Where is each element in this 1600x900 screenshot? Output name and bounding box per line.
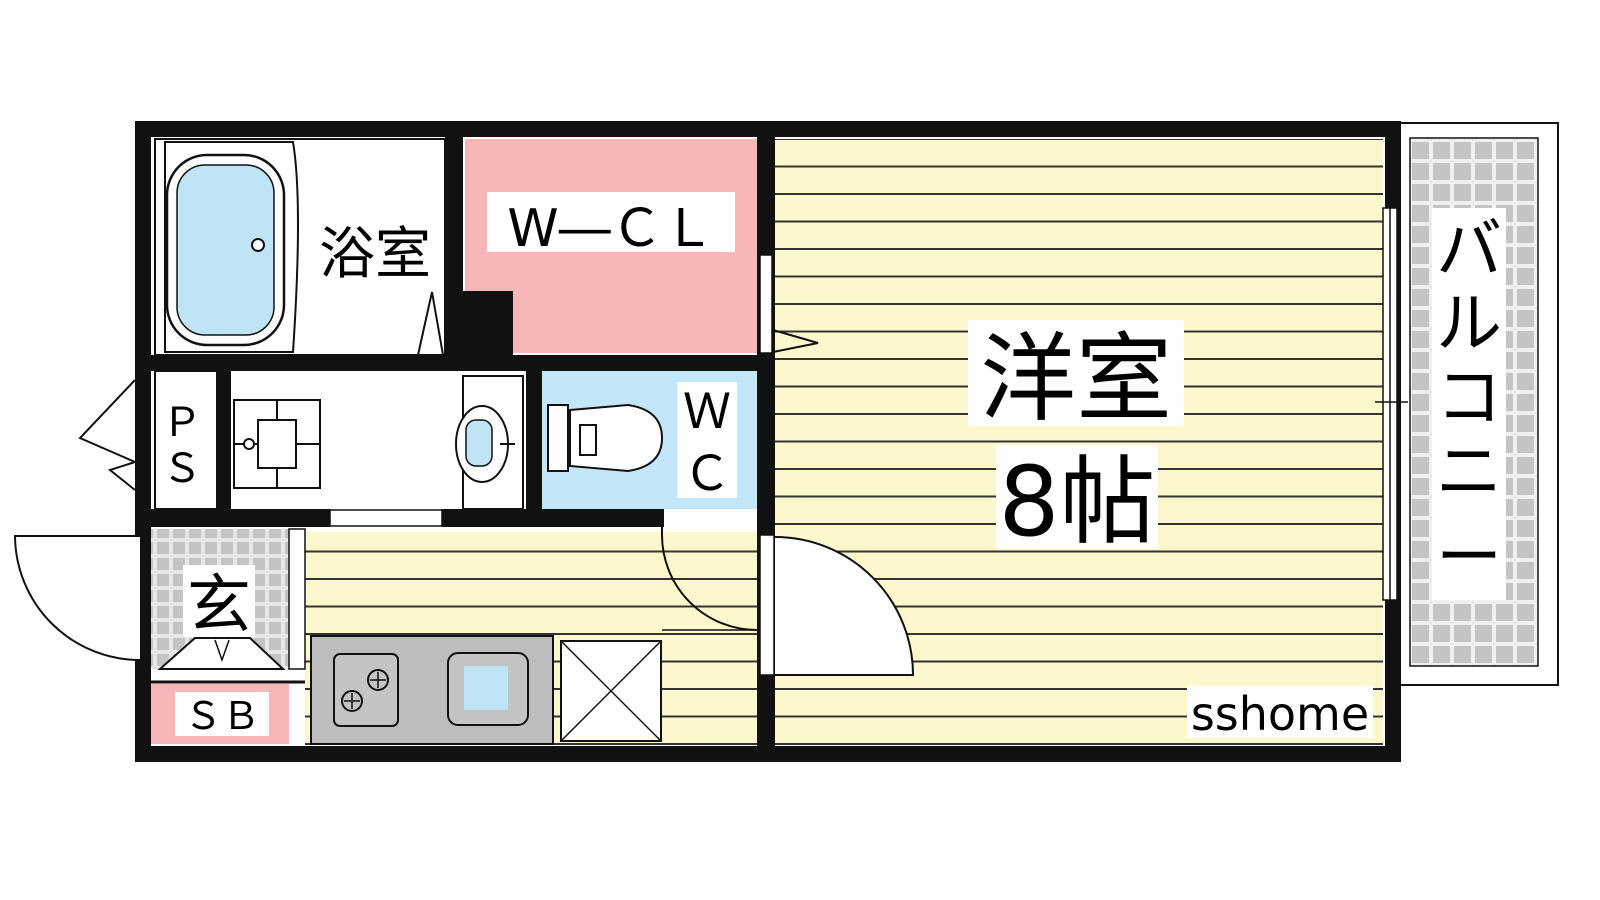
entrance-label: 玄 (187, 569, 251, 643)
entrance-step (157, 637, 286, 670)
wc-door-swing (661, 520, 758, 631)
balcony-char-3: コ (1436, 359, 1502, 436)
balcony-char-5: ー (1436, 519, 1502, 596)
western-room-size: 8帖 (998, 446, 1155, 558)
shoe-box: ＳＢ (151, 684, 289, 744)
balcony-char-2: ル (1436, 285, 1502, 362)
wc-label-bottom: Ｃ (683, 446, 731, 502)
ps-label-top: Ｐ (162, 400, 202, 446)
drain-icon (243, 438, 255, 450)
ps-label-bottom: Ｓ (162, 446, 202, 492)
burner-icon (341, 690, 363, 712)
pipe-space: Ｐ Ｓ (78, 370, 218, 510)
room-door-swing (774, 536, 915, 676)
drain-icon (251, 238, 265, 252)
walk-in-closet: W―ＣＬ (465, 139, 819, 353)
sb-label: ＳＢ (184, 694, 260, 738)
toilet-tank (547, 404, 569, 472)
stove (333, 653, 399, 727)
wcl-label: W―ＣＬ (507, 199, 714, 259)
partition-window (759, 254, 773, 354)
watermark: sshome (1191, 687, 1369, 741)
toilet-room: Ｗ Ｃ (542, 371, 757, 509)
bath-room: 浴室 (154, 138, 446, 357)
wcl-door-icon (772, 329, 819, 353)
kitchen (310, 635, 662, 745)
entrance-door-swing (13, 535, 141, 661)
balcony-label-bg (1432, 208, 1506, 600)
balcony-char-4: ニ (1436, 433, 1502, 510)
wc-label-top: Ｗ (683, 384, 731, 440)
washroom (231, 371, 526, 527)
entrance: 玄 (13, 528, 306, 670)
balcony-window (1375, 207, 1408, 601)
bath-label: 浴室 (319, 222, 431, 287)
balcony: バ ル コ ニ ー (1399, 122, 1559, 686)
bath-door-icon (417, 291, 444, 356)
burner-icon (367, 669, 389, 691)
balcony-char-1: バ (1436, 211, 1502, 288)
western-room-label: 洋室 (980, 323, 1172, 435)
western-room: 洋室 8帖 (968, 320, 1184, 558)
ps-door-icon (78, 379, 136, 491)
